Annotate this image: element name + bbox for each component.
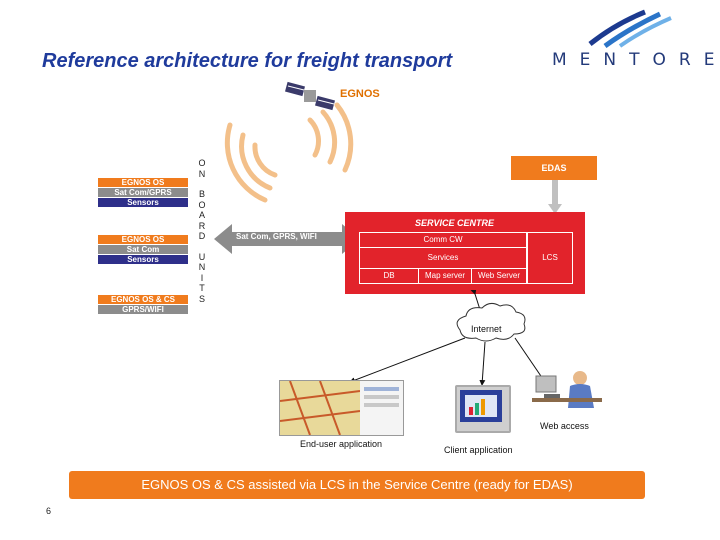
unit1-comms: Sat Com/GPRS (98, 188, 188, 197)
mentore-logo-swoosh-icon (588, 9, 672, 48)
client-monitor-icon (455, 385, 511, 433)
client-application-label: Client application (444, 445, 513, 455)
lcs-box: LCS (527, 232, 573, 284)
page-title: Reference architecture for freight trans… (42, 50, 453, 72)
unit1-egnos-os: EGNOS OS (98, 178, 188, 187)
end-user-application-label: End-user application (300, 439, 383, 449)
page-number: 6 (46, 506, 52, 516)
unit1-sensors: Sensors (98, 198, 188, 207)
unit3-comms: GPRS/WIFI (98, 305, 188, 314)
edas-arrow-icon (548, 180, 562, 214)
egnos-satellite-label: EGNOS (340, 88, 380, 100)
unit3-egnos-os-cs: EGNOS OS & CS (98, 295, 188, 304)
service-centre-box (345, 212, 585, 294)
map-server-box: Map server (418, 268, 472, 284)
unit2-sensors: Sensors (98, 255, 188, 264)
radio-waves-icon (224, 102, 354, 203)
unit2-comms: Sat Com (98, 245, 188, 254)
edas-box: EDAS (511, 156, 597, 180)
web-access-label: Web access (540, 421, 589, 431)
link-label: Sat Com, GPRS, WIFI (236, 232, 317, 241)
internet-connections (349, 290, 546, 386)
double-arrow-link-icon (214, 224, 360, 254)
end-user-map-image (279, 380, 404, 436)
web-server-box: Web Server (471, 268, 527, 284)
services-box: Services (359, 247, 527, 269)
footer-banner: EGNOS OS & CS assisted via LCS in the Se… (69, 471, 645, 499)
service-centre-title: SERVICE CENTRE (415, 218, 495, 228)
web-access-person-icon (532, 371, 602, 408)
comm-cw-box: Comm CW (359, 232, 527, 248)
internet-label: Internet (471, 324, 502, 334)
satellite-icon (285, 81, 335, 111)
db-box: DB (359, 268, 419, 284)
mentore-logo-text: MENTORE (552, 50, 720, 70)
unit2-egnos-os: EGNOS OS (98, 235, 188, 244)
